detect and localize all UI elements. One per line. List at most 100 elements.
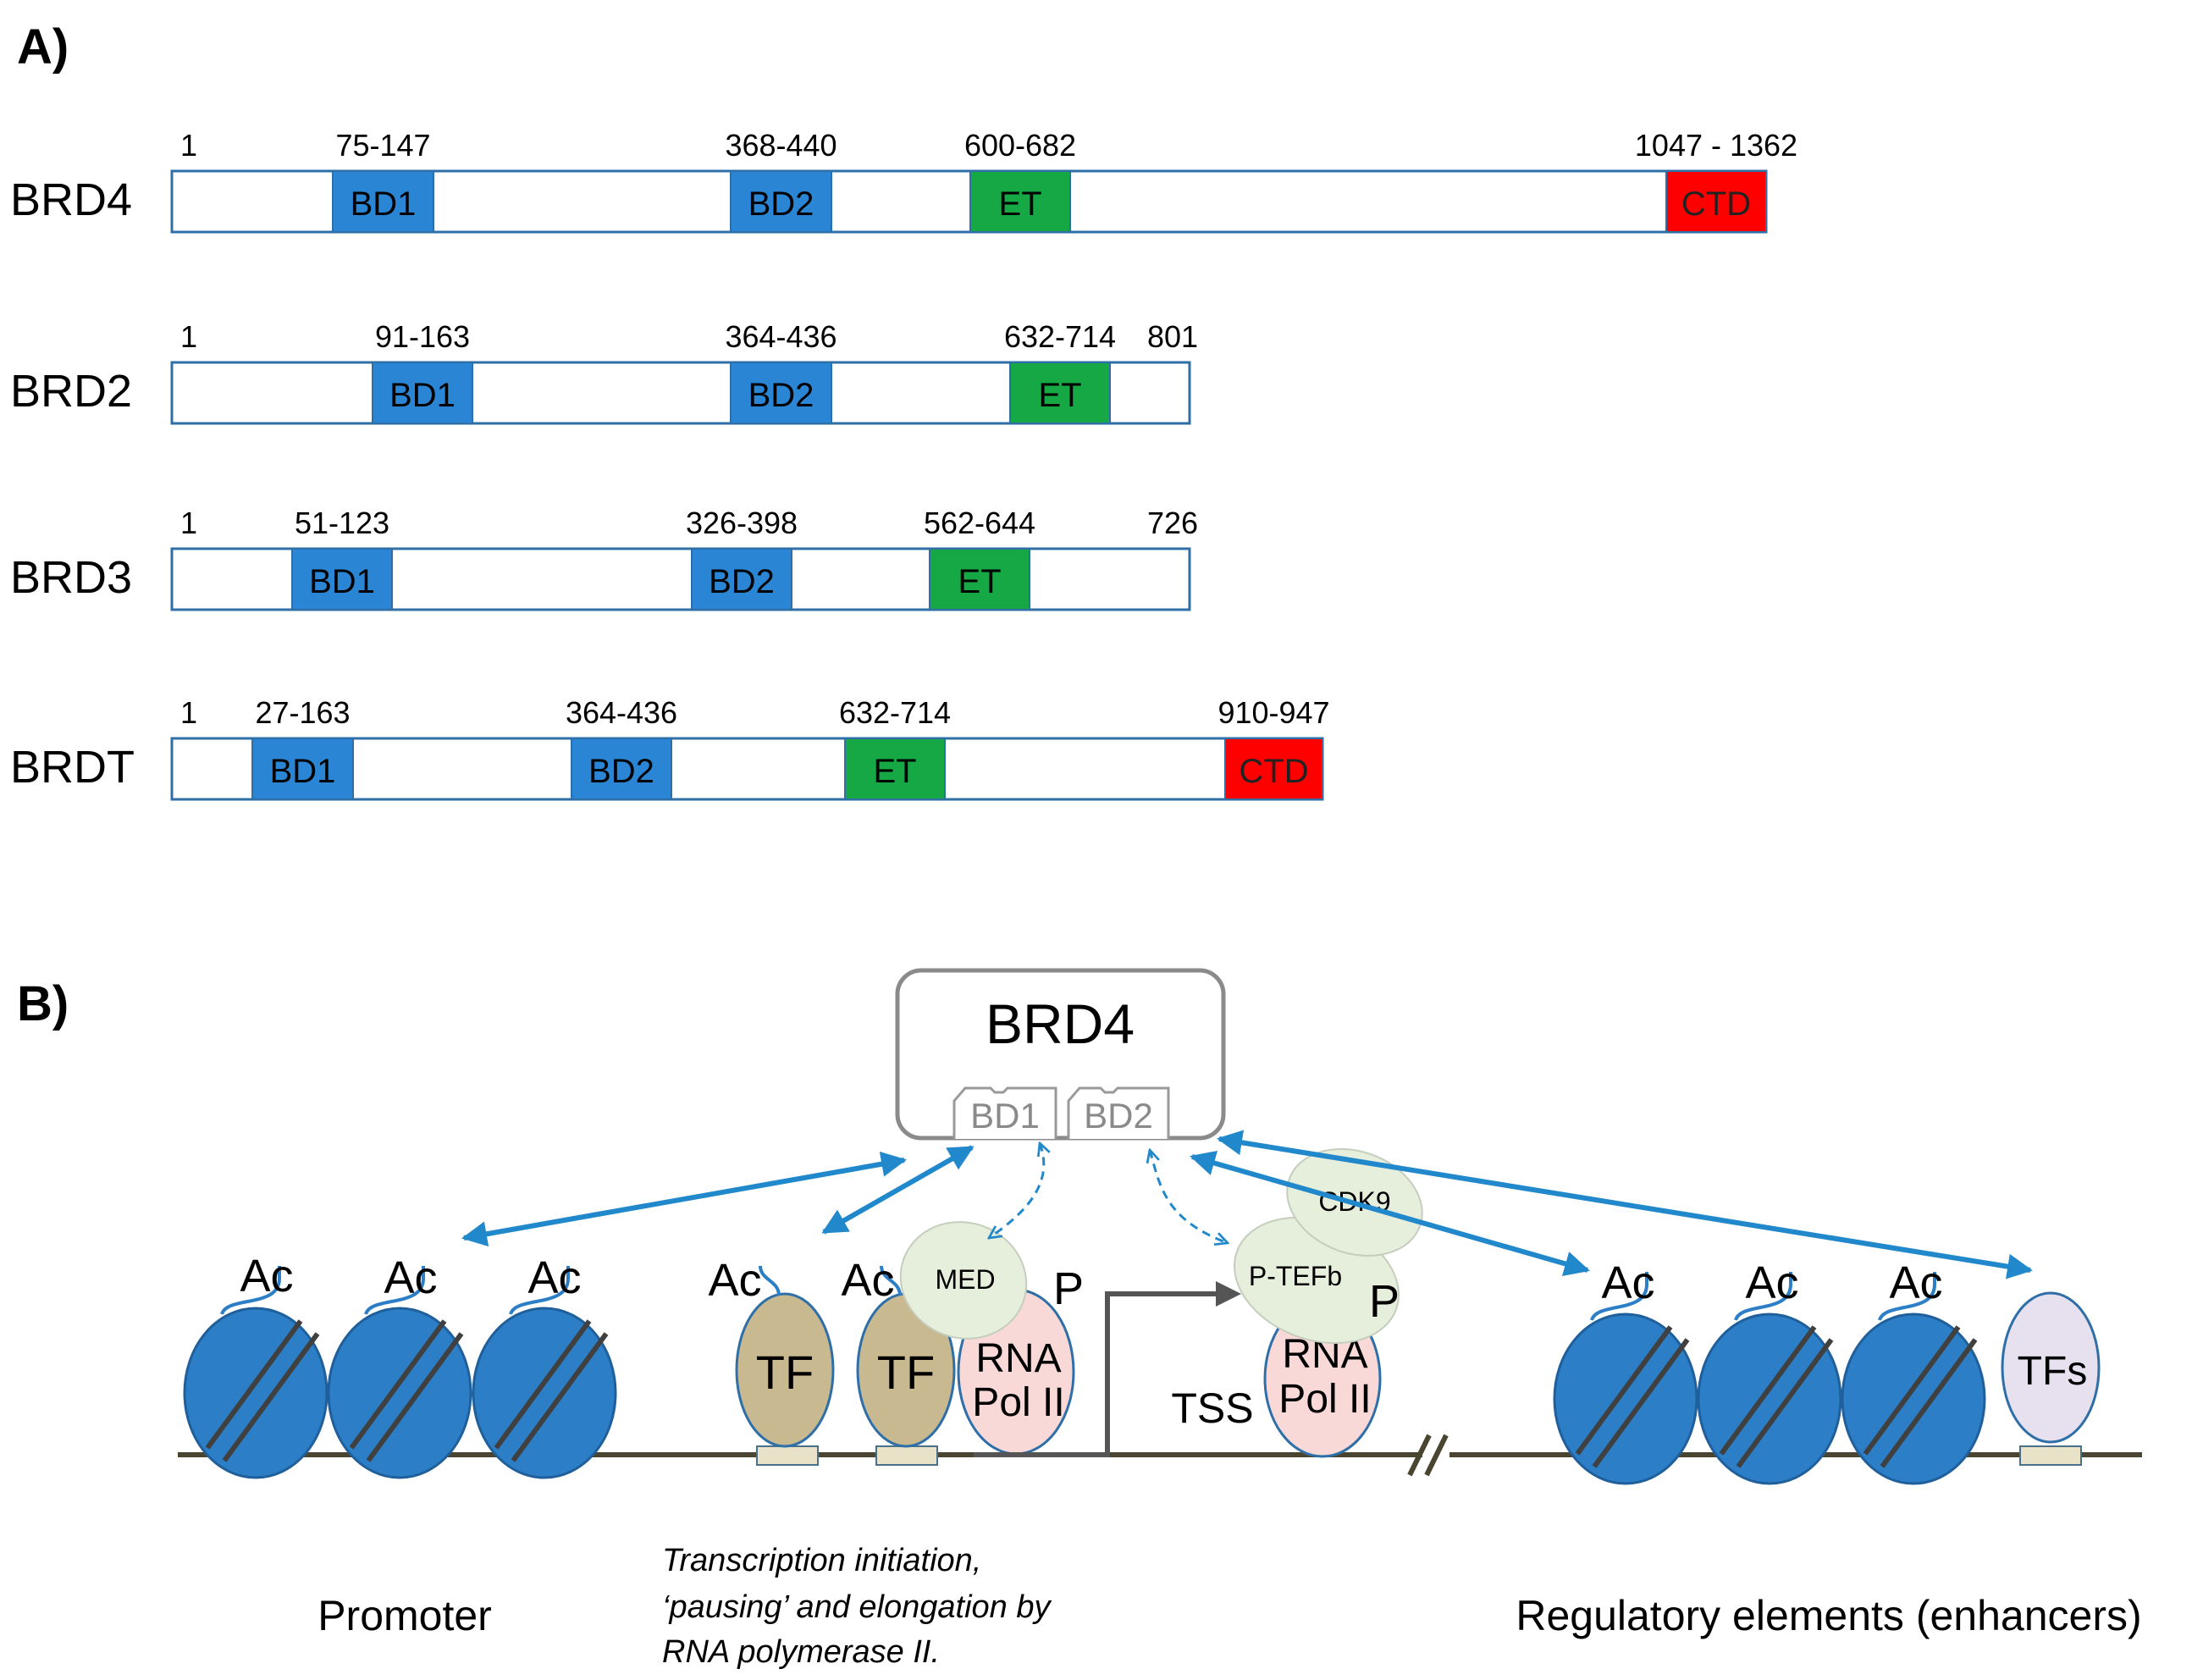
tfs-protein: TFs [2001,1291,2101,1444]
arrow-to-tf-ac [821,1145,975,1235]
med-label: MED [935,1264,995,1295]
acetyl-mark: Ac [384,1252,437,1303]
domain-bd2 [730,170,832,233]
domain-ctd [1224,738,1323,800]
acetyl-mark: Ac [1745,1257,1798,1308]
tf-protein: TF [735,1265,835,1448]
domain-label: BD1 [270,753,336,790]
promoter-nucleosomes: Ac Ac Ac [183,1251,617,1479]
domain-range-label: 632-714 [1004,319,1116,354]
domain-label: ET [998,185,1041,223]
domain-bd1 [372,362,473,424]
bd2-label: BD2 [1084,1096,1153,1136]
acetyl-mark: Ac [1601,1257,1654,1308]
domain-et [969,170,1071,233]
nucleosome [183,1266,329,1479]
domain-range-label: 27-163 [255,695,350,730]
domain-range-label: 1047 - 1362 [1635,128,1797,163]
panel-a-domain-maps: BRD41BD175-147BD2368-440ET600-682CTD1047… [10,128,1797,801]
caption-line: Transcription initiation, [662,1543,981,1578]
domain-et [844,738,946,800]
acetyl-mark: Ac [527,1252,581,1303]
domain-range-label: 562-644 [924,506,1035,540]
regulatory-label: Regulatory elements (enhancers) [1516,1592,2141,1639]
domain-range-label: 910-947 [1217,695,1329,730]
start-position-label: 1 [180,319,197,354]
domain-range-label: 368-440 [725,128,836,163]
protein-map-brdt: BRDT1BD127-163BD2364-436ET632-714CTD910-… [10,695,1330,801]
domain-bd1 [332,170,434,233]
start-position-label: 1 [180,695,197,730]
interaction-arrows [461,1130,2033,1279]
end-position-label: 801 [1147,319,1198,354]
enhancer-nucleosomes: Ac Ac Ac [1553,1257,1986,1485]
tf-binding-site [2019,1445,2082,1466]
tf-label: TF [756,1346,814,1399]
dna-strand [178,1434,2142,1477]
mediator-complex: MED [899,1221,1028,1340]
bd1-pocket: BD1 [952,1086,1057,1139]
domain-label: CTD [1681,185,1751,223]
caption-line: ‘pausing’ and elongation by [662,1589,1052,1625]
nucleosome [1697,1272,1842,1485]
domain-label: ET [1038,377,1081,414]
domain-et [929,548,1030,611]
tfs-label: TFs [2018,1349,2088,1394]
tf-binding-site [875,1445,938,1466]
brd4-title: BRD4 [986,992,1135,1055]
domain-range-label: 91-163 [375,319,470,354]
tf-binding-site [756,1445,819,1466]
rna-pol-label: Pol II [972,1380,1064,1425]
promoter-label: Promoter [317,1592,492,1639]
tf-protein: TF [856,1265,956,1448]
p-tefb-label: P-TEFb [1249,1261,1342,1291]
domain-label: BD1 [309,563,375,600]
domain-range-label: 51-123 [295,506,389,540]
domain-range-label: 600-682 [964,128,1076,163]
domain-bd1 [251,738,354,800]
domain-bd2 [691,548,792,611]
domain-label: BD1 [389,377,456,414]
domain-range-label: 75-147 [335,128,430,163]
acetyl-mark: Ac [240,1251,293,1301]
domain-label: BD2 [709,563,775,600]
phospho-mark: P [1369,1276,1400,1327]
start-position-label: 1 [180,128,197,163]
panel-b-label: B) [17,976,69,1031]
protein-backbone [170,169,1768,234]
acetyl-mark: Ac [1889,1257,1942,1308]
nucleosome [327,1266,472,1479]
domain-bd2 [730,362,832,424]
nucleosome [472,1266,617,1479]
arrow-to-tfs [1217,1130,2033,1279]
protein-name: BRD4 [10,174,132,225]
phospho-mark: P [1053,1263,1084,1314]
tss-label: TSS [1171,1384,1253,1432]
nucleosome [1553,1272,1698,1485]
dashed-arrow-to-med [989,1143,1044,1238]
domain-bd1 [291,548,393,611]
domain-label: ET [958,563,1001,600]
domain-et [1009,362,1111,424]
domain-range-label: 326-398 [686,506,798,540]
domain-label: CTD [1239,753,1308,790]
acetyl-mark: Ac [841,1255,894,1306]
protein-map-brd4: BRD41BD175-147BD2368-440ET600-682CTD1047… [10,128,1797,234]
protein-name: BRDT [10,742,135,793]
domain-bd2 [571,738,672,800]
domain-label: ET [873,753,916,790]
tf-label: TF [877,1346,935,1399]
protein-name: BRD2 [10,366,132,417]
nucleosome [1841,1272,1986,1485]
domain-range-label: 632-714 [839,695,951,730]
panel-a-label: A) [17,19,69,75]
domain-range-label: 364-436 [566,695,677,730]
domain-label: BD2 [748,377,814,414]
rna-pol-label: Pol II [1278,1377,1371,1422]
caption-line: RNA polymerase II. [662,1634,940,1670]
end-position-label: 726 [1147,506,1198,540]
rna-pol-label: RNA [975,1336,1061,1381]
